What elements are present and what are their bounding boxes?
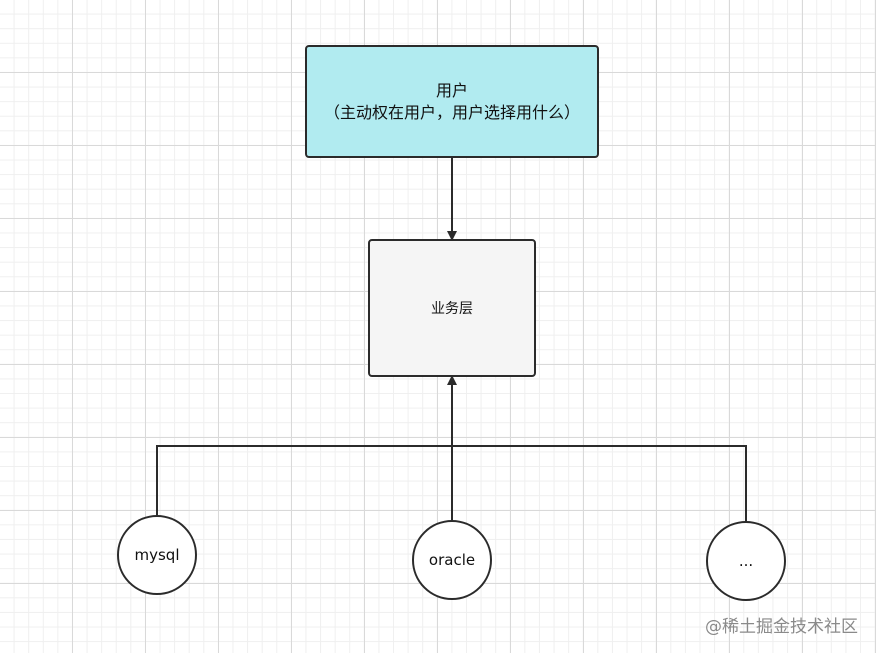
user-node-title: 用户 — [435, 80, 468, 100]
user-node[interactable]: 用户 （主动权在用户，用户选择用什么） — [305, 45, 599, 158]
database-label: mysql — [134, 546, 180, 564]
user-node-note: （主动权在用户，用户选择用什么） — [323, 102, 580, 122]
database-node-oracle[interactable]: oracle — [412, 520, 492, 600]
database-node-mysql[interactable]: mysql — [117, 515, 197, 595]
user-node-text: 用户 （主动权在用户，用户选择用什么） — [324, 80, 580, 124]
database-label: ... — [738, 552, 754, 570]
business-layer-label: 业务层 — [431, 301, 473, 317]
connector-dots — [452, 445, 747, 521]
business-layer-node[interactable]: 业务层 — [368, 239, 536, 377]
connector-mysql — [156, 445, 452, 515]
watermark-text: @稀土掘金技术社区 — [705, 617, 858, 637]
database-label: oracle — [428, 551, 476, 569]
database-node-more[interactable]: ... — [706, 521, 786, 601]
